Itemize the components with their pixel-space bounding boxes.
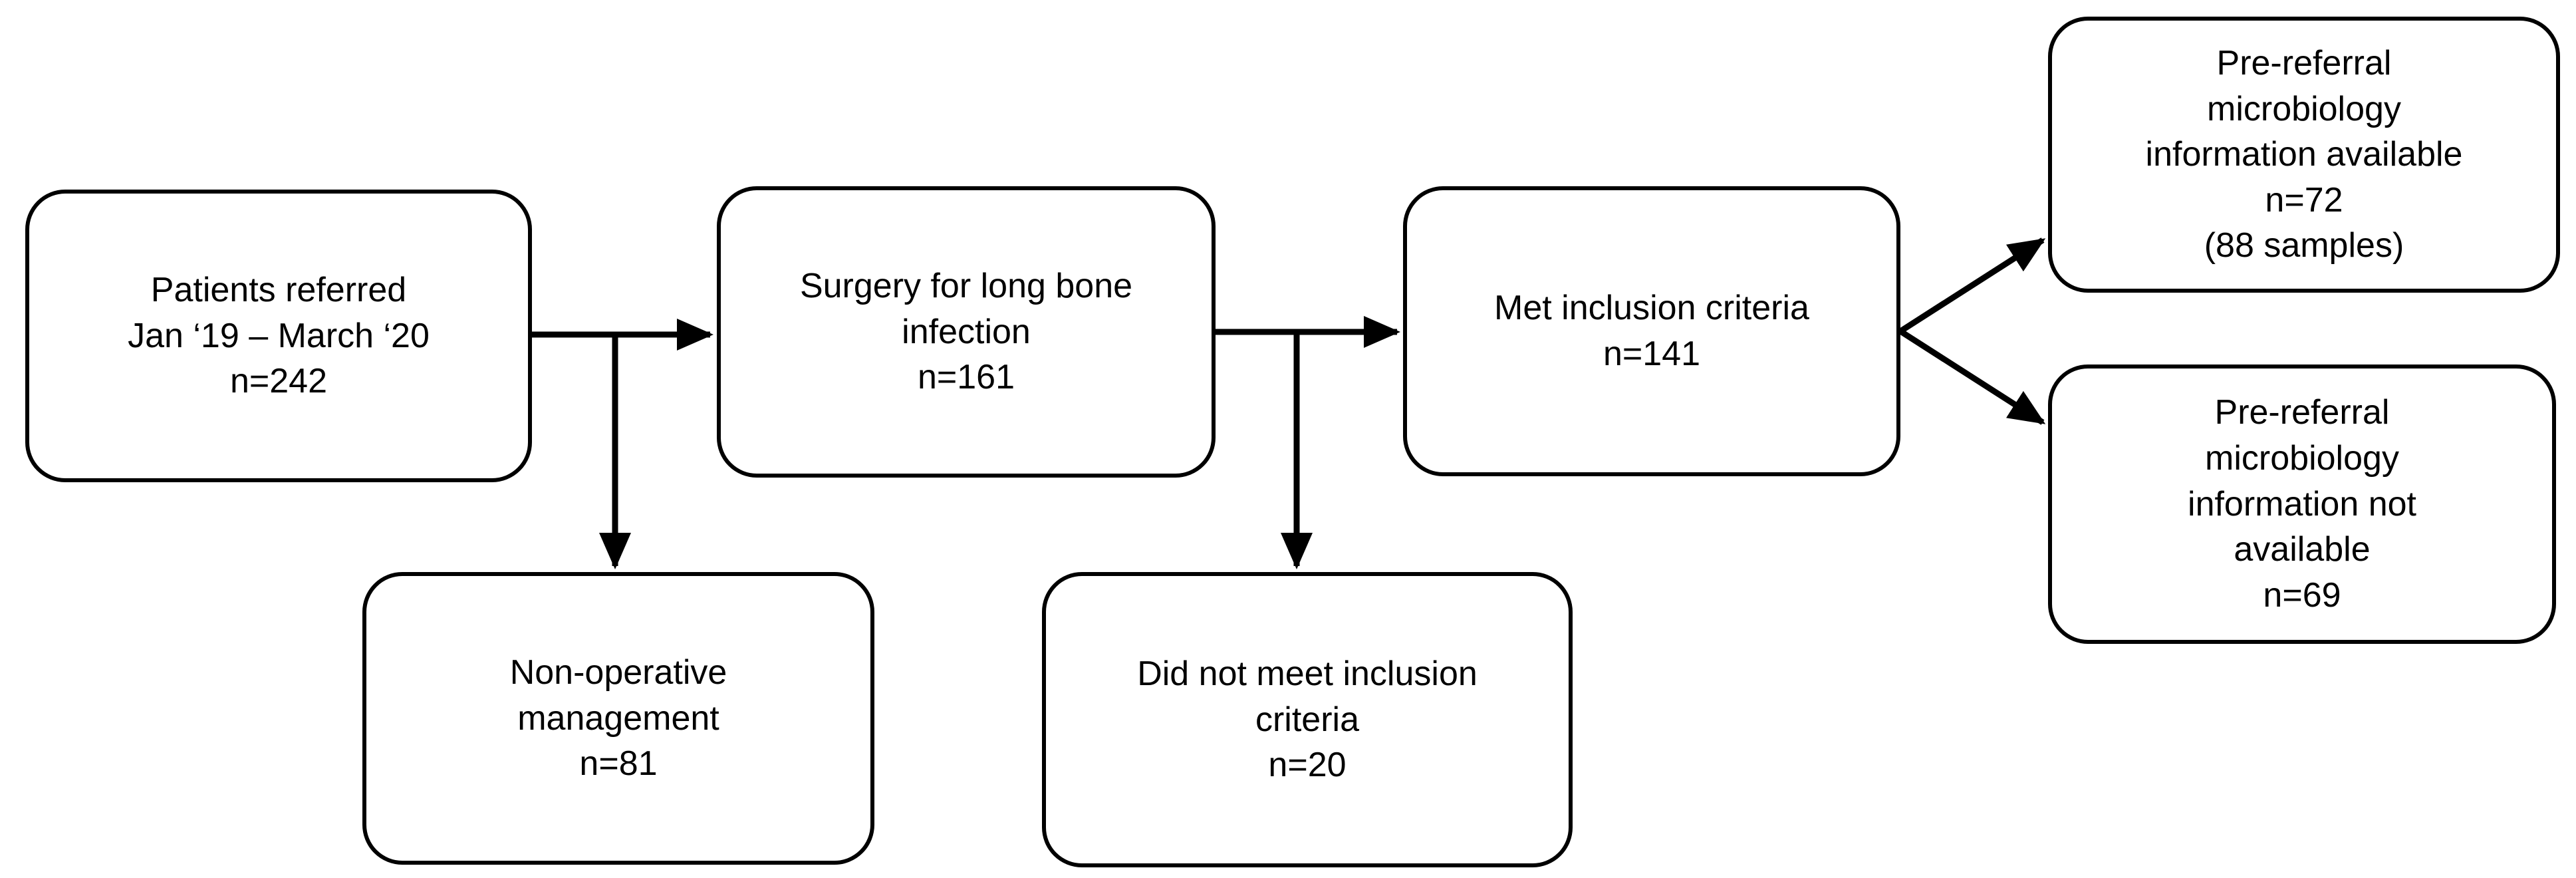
node-patients-referred: Patients referred Jan ‘19 – March ‘20 n=… (25, 190, 532, 482)
node-met-inclusion-criteria: Met inclusion criteria n=141 (1403, 186, 1900, 476)
node-microbiology-available: Pre-referral microbiology information av… (2048, 17, 2560, 293)
node-non-operative-management: Non-operative management n=81 (362, 572, 874, 865)
arrow-met-to-micro-available (1898, 237, 2046, 334)
node-microbiology-not-available: Pre-referral microbiology information no… (2048, 365, 2556, 644)
node-surgery-long-bone-infection: Surgery for long bone infection n=161 (717, 186, 1216, 478)
arrow-met-to-micro-not-available (1898, 329, 2046, 425)
node-did-not-meet-inclusion-criteria: Did not meet inclusion criteria n=20 (1042, 572, 1573, 867)
